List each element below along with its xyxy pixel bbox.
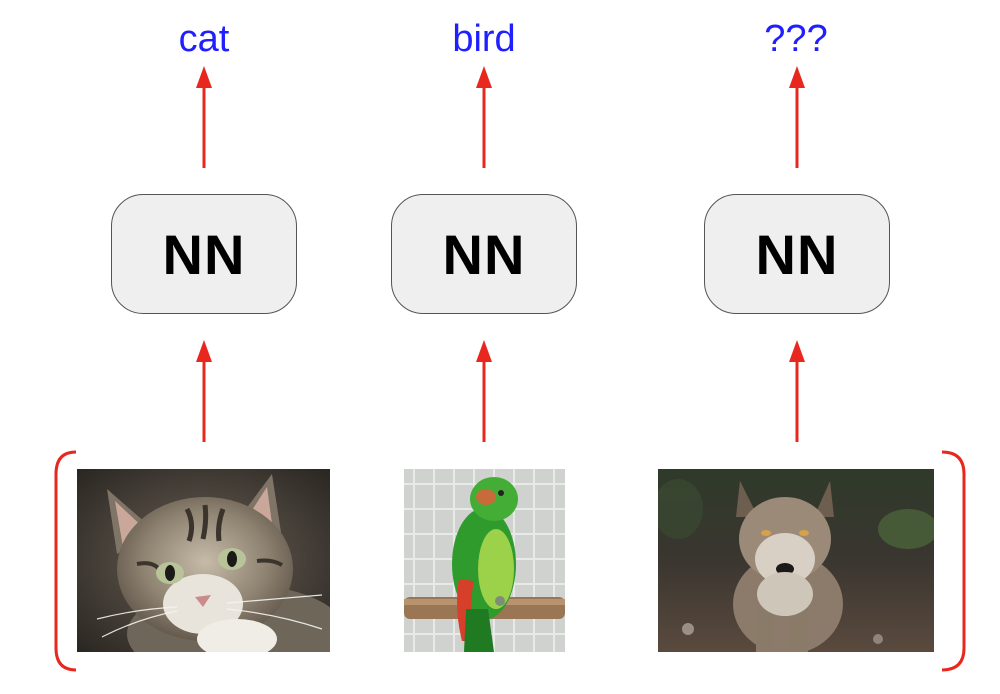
arrow-input-to-nn-2 bbox=[476, 340, 492, 442]
cat-photo bbox=[77, 469, 330, 652]
nn-label: NN bbox=[442, 222, 526, 286]
nn-box-3: NN bbox=[704, 194, 890, 314]
parrot-photo bbox=[404, 469, 565, 652]
arrow-nn-to-output-3 bbox=[789, 66, 805, 168]
nn-box-1: NN bbox=[111, 194, 297, 314]
right-bracket bbox=[941, 450, 966, 672]
nn-label: NN bbox=[755, 222, 839, 286]
output-label-unknown: ??? bbox=[764, 18, 828, 60]
nn-label: NN bbox=[162, 222, 246, 286]
wolf-photo bbox=[658, 469, 934, 652]
output-label-bird: bird bbox=[452, 18, 516, 60]
output-label-cat: cat bbox=[178, 18, 230, 60]
arrow-input-to-nn-1 bbox=[196, 340, 212, 442]
arrow-nn-to-output-1 bbox=[196, 66, 212, 168]
arrow-nn-to-output-2 bbox=[476, 66, 492, 168]
nn-box-2: NN bbox=[391, 194, 577, 314]
arrow-input-to-nn-3 bbox=[789, 340, 805, 442]
left-bracket bbox=[54, 450, 77, 672]
